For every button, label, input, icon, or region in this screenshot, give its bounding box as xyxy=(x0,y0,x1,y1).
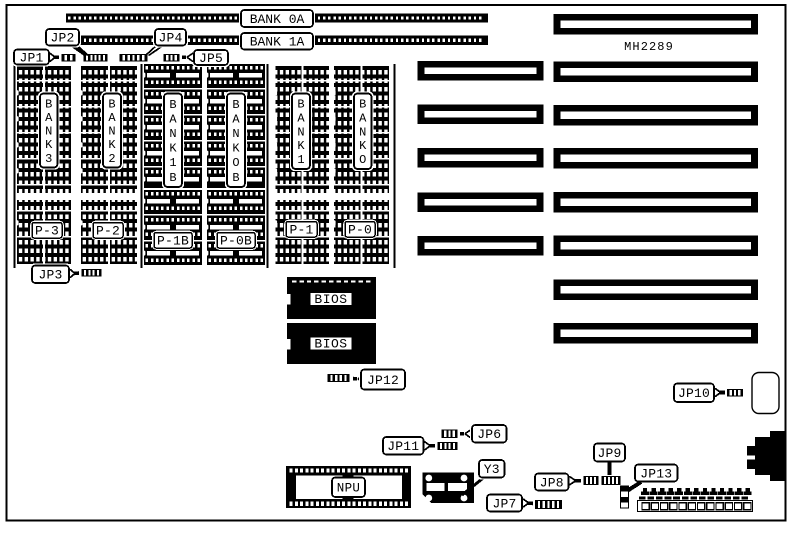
svg-text:N: N xyxy=(297,125,304,139)
svg-text:A: A xyxy=(45,111,53,125)
svg-text:N: N xyxy=(108,125,115,139)
svg-text:N: N xyxy=(359,125,366,139)
svg-text:O: O xyxy=(232,156,239,170)
svg-text:JP3: JP3 xyxy=(38,268,62,283)
svg-text:JP11: JP11 xyxy=(387,439,419,454)
svg-text:MH2289: MH2289 xyxy=(624,40,674,54)
svg-text:BIOS: BIOS xyxy=(314,337,347,352)
svg-text:N: N xyxy=(169,127,176,141)
svg-text:K: K xyxy=(359,139,367,153)
svg-text:JP4: JP4 xyxy=(158,31,182,46)
svg-text:K: K xyxy=(169,142,177,156)
svg-text:K: K xyxy=(45,138,53,152)
svg-text:JP5: JP5 xyxy=(199,51,223,66)
svg-text:Y3: Y3 xyxy=(484,462,500,477)
svg-text:B: B xyxy=(169,98,176,112)
svg-text:JP8: JP8 xyxy=(540,475,564,490)
svg-text:BANK 0A: BANK 0A xyxy=(250,12,305,27)
svg-text:K: K xyxy=(232,142,240,156)
svg-text:JP2: JP2 xyxy=(50,31,74,46)
svg-text:JP7: JP7 xyxy=(492,496,516,511)
svg-text:P-2: P-2 xyxy=(96,224,120,239)
svg-text:K: K xyxy=(108,138,116,152)
svg-text:BANK 1A: BANK 1A xyxy=(250,35,305,50)
svg-text:B: B xyxy=(232,98,239,112)
svg-text:P-0: P-0 xyxy=(348,223,372,238)
svg-text:P-1B: P-1B xyxy=(157,234,189,249)
svg-text:P-3: P-3 xyxy=(35,224,59,239)
svg-text:B: B xyxy=(108,97,115,111)
svg-text:2: 2 xyxy=(108,152,115,166)
svg-text:B: B xyxy=(359,98,366,112)
svg-text:P-0B: P-0B xyxy=(220,234,252,249)
svg-text:K: K xyxy=(297,139,305,153)
svg-text:B: B xyxy=(232,171,239,185)
svg-text:JP12: JP12 xyxy=(367,373,399,388)
svg-text:A: A xyxy=(232,112,240,126)
svg-text:JP6: JP6 xyxy=(477,427,501,442)
svg-text:JP9: JP9 xyxy=(597,446,621,461)
svg-text:A: A xyxy=(297,111,305,125)
svg-text:A: A xyxy=(108,111,116,125)
svg-text:O: O xyxy=(359,153,366,167)
svg-text:JP10: JP10 xyxy=(678,386,710,401)
svg-text:JP13: JP13 xyxy=(640,466,672,481)
svg-text:B: B xyxy=(169,171,176,185)
svg-text:A: A xyxy=(359,111,367,125)
svg-text:N: N xyxy=(45,125,52,139)
svg-text:B: B xyxy=(45,97,52,111)
svg-text:A: A xyxy=(169,112,177,126)
svg-text:BIOS: BIOS xyxy=(314,292,347,307)
svg-text:B: B xyxy=(297,98,304,112)
svg-text:NPU: NPU xyxy=(337,482,360,496)
svg-text:JP1: JP1 xyxy=(19,50,43,65)
svg-text:N: N xyxy=(232,127,239,141)
svg-text:3: 3 xyxy=(45,152,52,166)
svg-text:1: 1 xyxy=(297,153,304,167)
svg-text:P-1: P-1 xyxy=(289,223,313,238)
svg-text:1: 1 xyxy=(169,156,176,170)
